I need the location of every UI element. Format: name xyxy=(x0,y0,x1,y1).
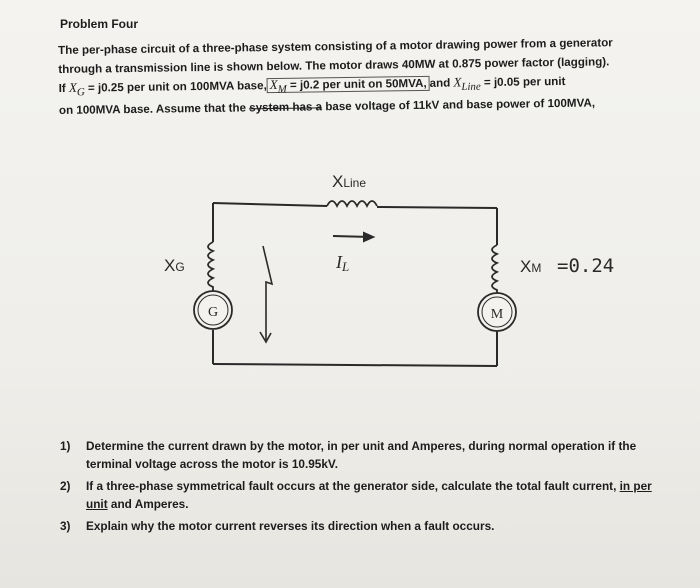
xg-label: XG xyxy=(164,256,185,275)
label-letter: X xyxy=(520,257,531,276)
question-text: and Amperes. xyxy=(107,496,189,511)
label-subscript: G xyxy=(175,260,184,274)
xg-inductor-icon xyxy=(207,241,216,294)
motor-icon xyxy=(477,292,517,332)
underlined-text: in per unit xyxy=(86,479,652,511)
top-wire-left xyxy=(212,202,328,207)
xm-handwritten-note: =0.24 xyxy=(557,255,614,277)
label-subscript: Line xyxy=(343,176,366,190)
current-arrow-icon xyxy=(332,231,376,243)
generator-icon xyxy=(193,290,233,330)
generator-label: G xyxy=(208,305,218,320)
question-item: 1) Determine the current drawn by the mo… xyxy=(60,438,665,473)
xm-label: XM xyxy=(520,257,541,276)
current-label: IL xyxy=(335,252,349,274)
xm-inductor-icon xyxy=(491,244,500,295)
question-text: If a three-phase symmetrical fault occur… xyxy=(86,479,620,493)
label-letter: X xyxy=(164,256,175,275)
bottom-wire xyxy=(212,363,498,367)
label-letter: X xyxy=(332,172,343,191)
top-wire-right xyxy=(376,206,498,209)
label-subscript: M xyxy=(531,261,541,275)
question-number: 1) xyxy=(60,439,71,453)
question-text: Determine the current drawn by the motor… xyxy=(86,439,637,471)
problem-title: Problem Four xyxy=(60,17,139,31)
label-letter: I xyxy=(335,252,343,272)
question-number: 2) xyxy=(60,479,71,493)
motor-label: M xyxy=(491,307,504,322)
question-item: 2) If a three-phase symmetrical fault oc… xyxy=(60,478,665,513)
question-number: 3) xyxy=(60,519,71,533)
question-text: Explain why the motor current reverses i… xyxy=(86,519,495,533)
question-list: 1) Determine the current drawn by the mo… xyxy=(60,438,665,541)
label-subscript: L xyxy=(341,259,349,274)
question-item: 3) Explain why the motor current reverse… xyxy=(60,518,665,536)
xline-inductor-icon xyxy=(326,200,378,209)
generator-inner-ring xyxy=(197,294,229,326)
fault-lightning-icon xyxy=(259,245,274,344)
xline-label: XLine xyxy=(332,172,366,191)
motor-inner-ring xyxy=(481,296,513,328)
